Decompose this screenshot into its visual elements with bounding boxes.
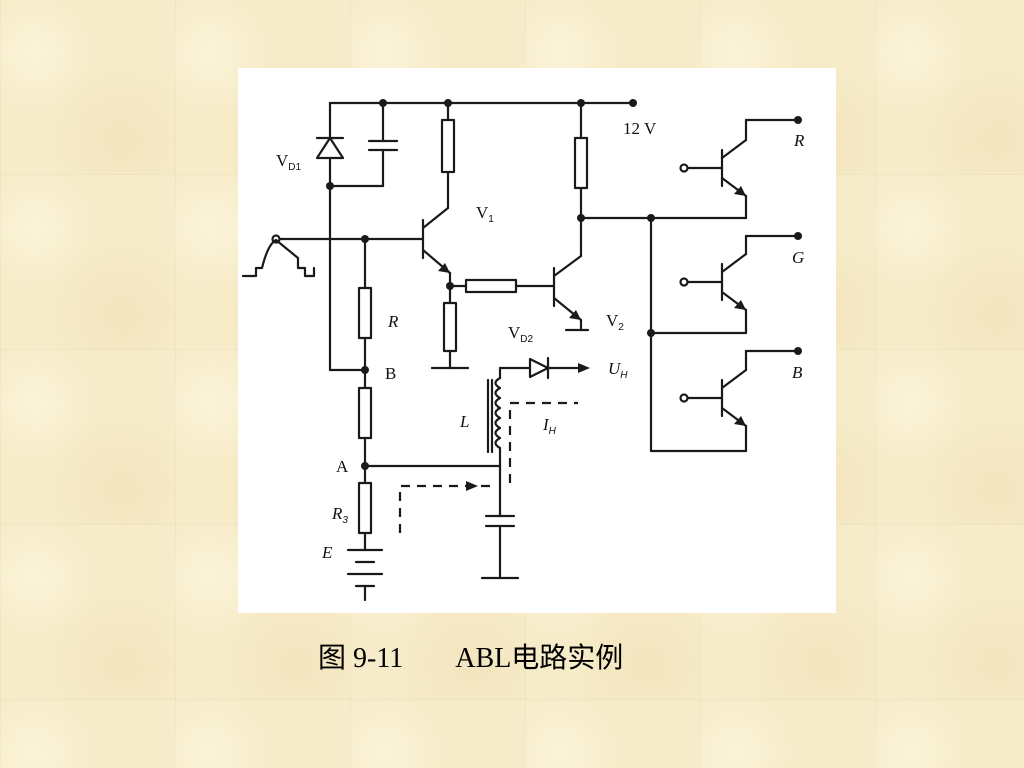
r-label: R <box>387 312 399 331</box>
v1-emitter-resistor <box>442 301 458 353</box>
supply-terminal <box>629 99 637 107</box>
out-g-label: G <box>792 248 804 267</box>
g-transistor-collector <box>720 252 748 274</box>
supply-voltage-label: 12 V <box>623 119 657 138</box>
battery-e-label: E <box>321 543 333 562</box>
out-b-label: B <box>792 363 803 382</box>
uh-output-arrow <box>578 363 590 373</box>
b-transistor-collector <box>720 368 748 390</box>
v1-label: V1 <box>476 203 494 225</box>
vd1-label: VD1 <box>276 151 302 173</box>
v1-collector-resistor <box>440 118 456 174</box>
g-output-terminal <box>794 232 802 240</box>
circuit-figure: 12 V VD1 V1 V2 <box>238 68 836 613</box>
v2-collector-lead <box>552 254 583 278</box>
ih-label: IH <box>542 415 557 437</box>
r-emitter-arrow <box>734 186 746 196</box>
g-input-terminal <box>679 277 689 287</box>
vd1-diode-symbol <box>315 136 345 160</box>
figure-caption: 图 9-11 ABL电路实例 <box>318 636 738 676</box>
beam-current-path <box>508 401 578 483</box>
node-b-label: B <box>385 364 396 383</box>
b-resistor <box>357 386 373 440</box>
r-input-terminal <box>679 163 689 173</box>
b-output-terminal <box>794 347 802 355</box>
v2-collector-resistor <box>573 136 589 190</box>
out-r-label: R <box>793 131 805 150</box>
vd2-label: VD2 <box>508 323 534 345</box>
b-input-terminal <box>679 393 689 403</box>
g-emitter-arrow <box>734 300 746 310</box>
v1-emitter-arrow <box>438 263 450 273</box>
node-a-label: A <box>336 457 349 476</box>
b-emitter-arrow <box>734 416 746 426</box>
flyback-winding <box>494 376 502 450</box>
beam-current-arrow <box>466 481 478 491</box>
winding-l-label: L <box>459 412 469 431</box>
v2-emitter-arrow <box>569 310 581 320</box>
uh-label: UH <box>608 359 628 381</box>
v2-label: V2 <box>606 311 624 333</box>
r3-resistor <box>357 481 373 535</box>
figure-title: ABL电路实例 <box>455 643 624 674</box>
vd2-diode-symbol <box>528 357 550 379</box>
abl-circuit-diagram: 12 V VD1 V1 V2 <box>241 99 805 602</box>
r-resistor <box>357 286 373 340</box>
beam-current-path <box>398 484 493 533</box>
figure-number: 图 9-11 <box>318 643 404 674</box>
r-output-terminal <box>794 116 802 124</box>
r3-label: R3 <box>331 504 348 526</box>
r-transistor-collector <box>720 138 748 160</box>
input-waveform <box>241 238 316 278</box>
v1-collector-lead <box>421 206 450 230</box>
base-series-resistor <box>464 278 518 294</box>
